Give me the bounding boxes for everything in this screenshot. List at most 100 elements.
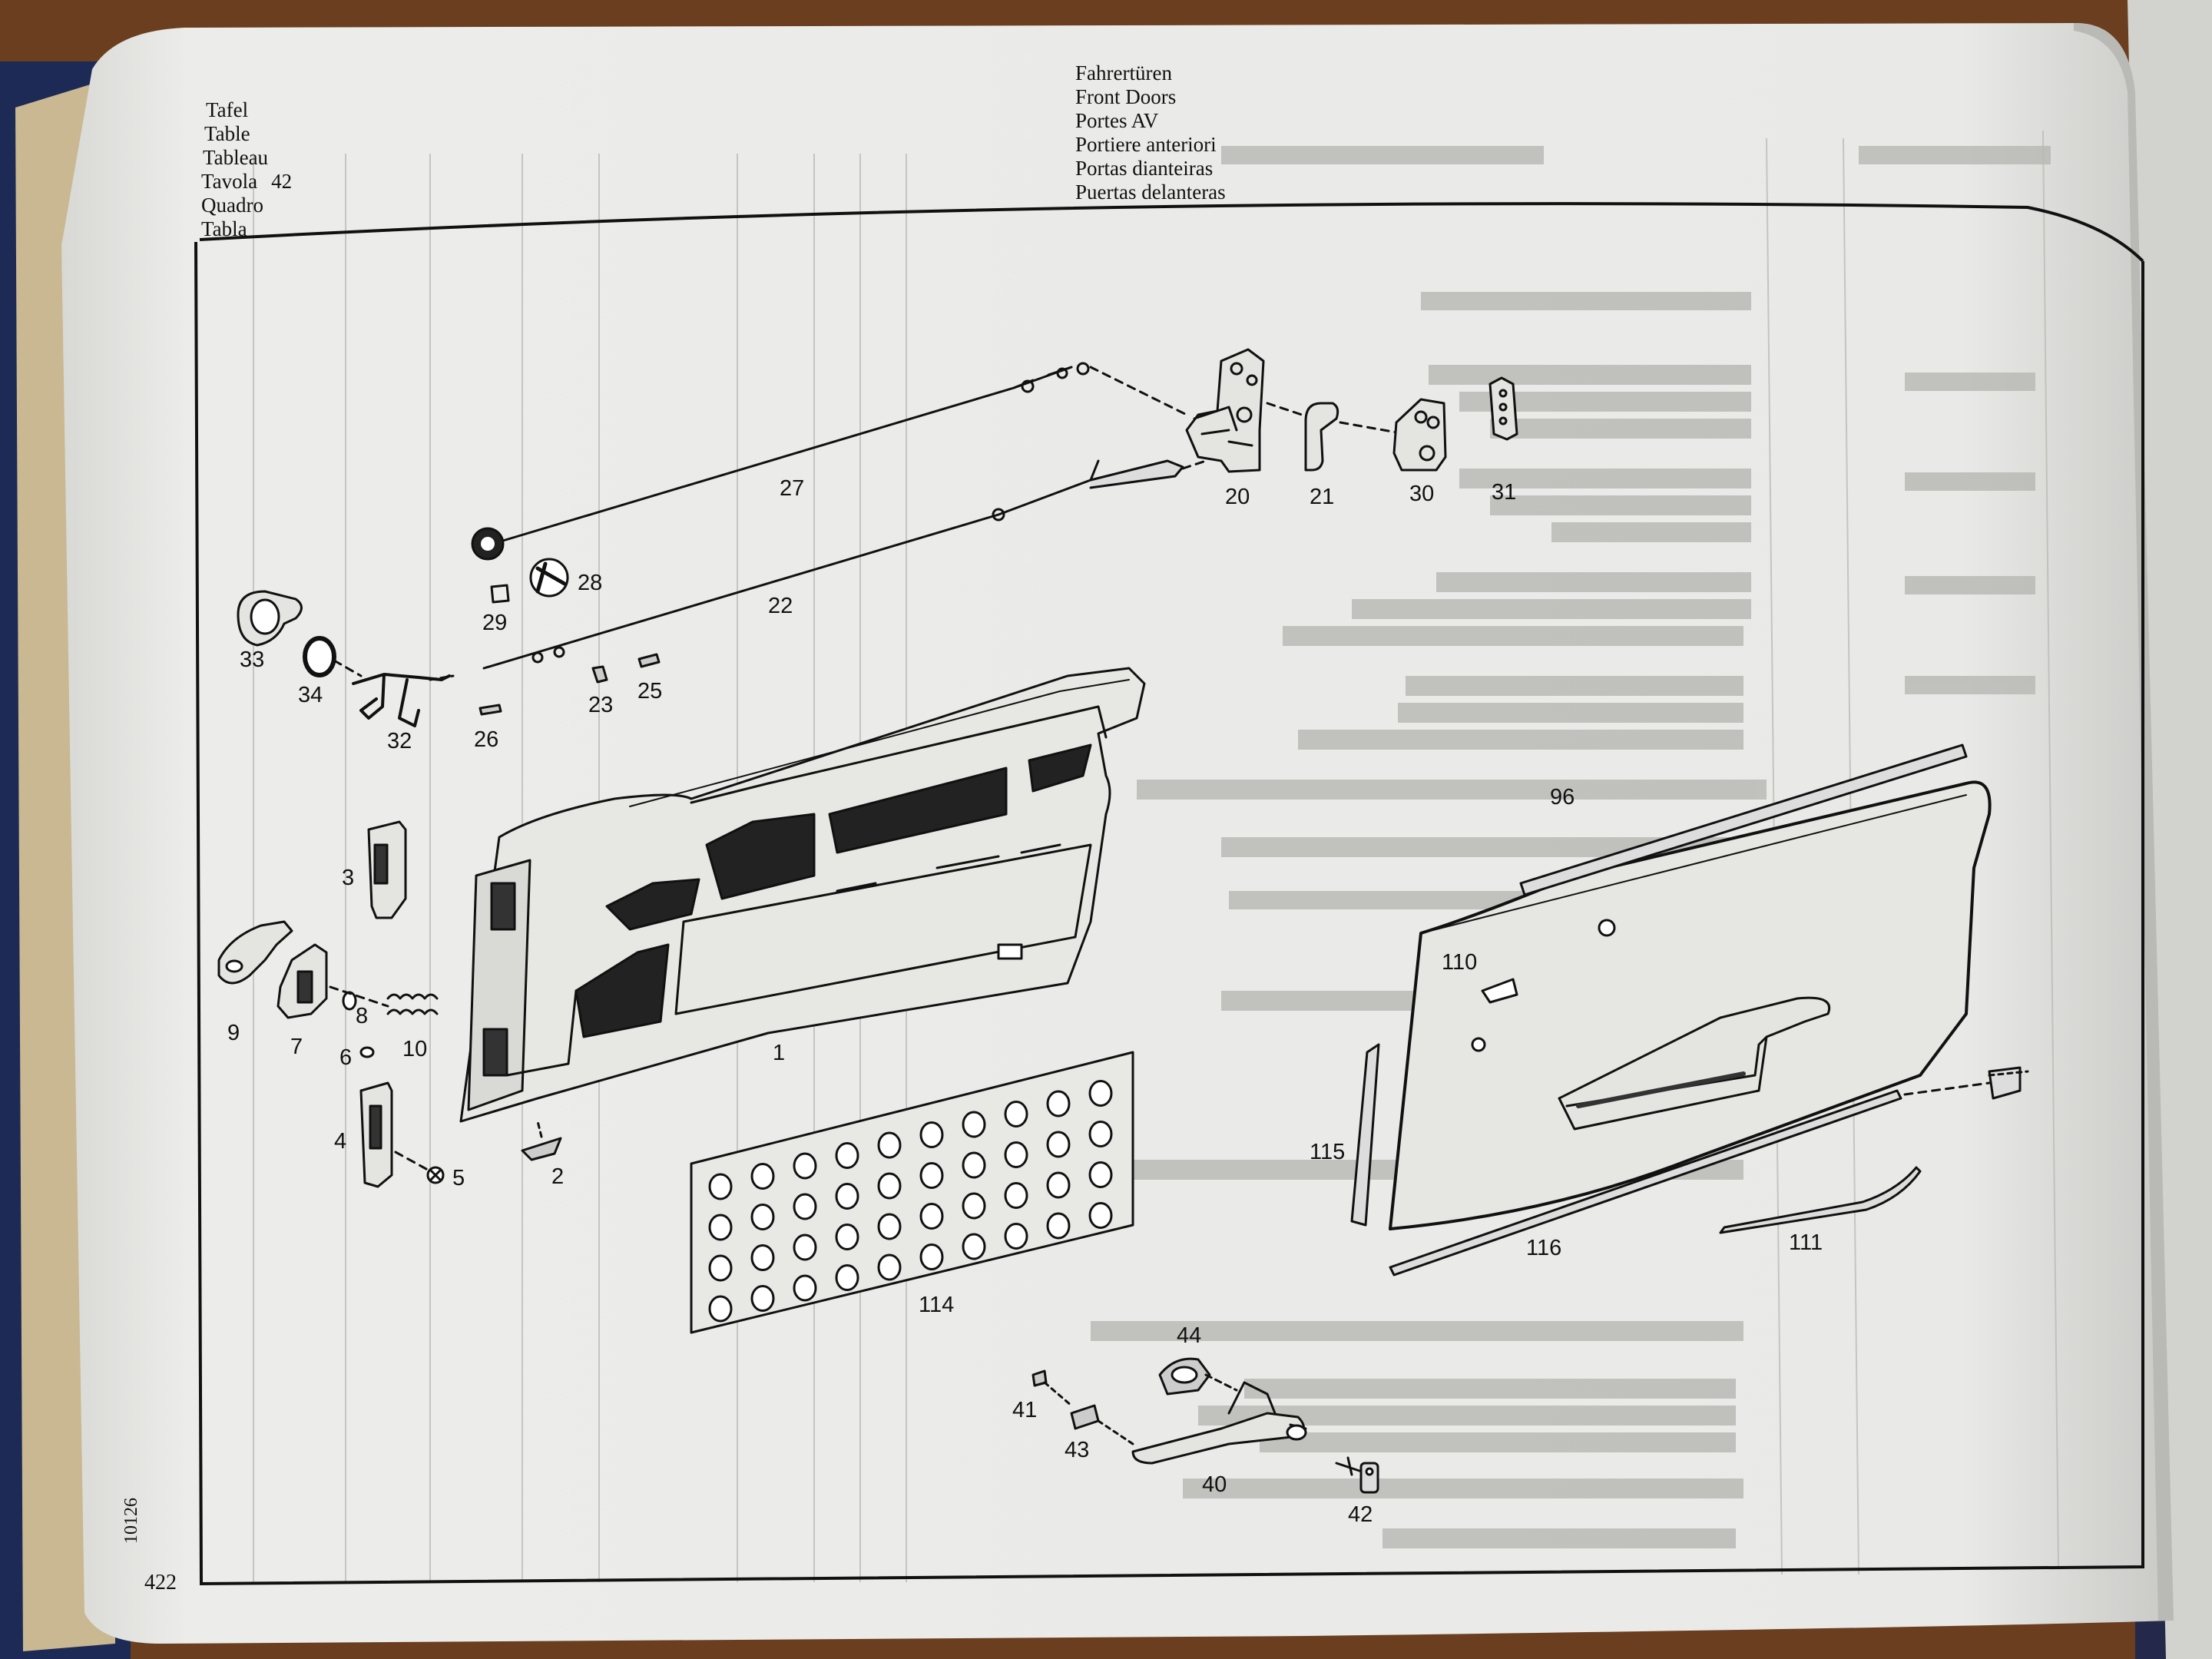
perforation-hole: [750, 1163, 775, 1190]
perforation-hole: [919, 1243, 944, 1270]
page-number: 422: [144, 1571, 177, 1594]
perforation-hole: [1088, 1202, 1113, 1229]
callout-43: 43: [1065, 1438, 1089, 1462]
title-en: Front Doors: [1075, 85, 1177, 108]
title-de: Fahrertüren: [1075, 61, 1172, 84]
perforation-hole: [750, 1285, 775, 1312]
part-8: [342, 991, 357, 1011]
perforation-hole: [1088, 1080, 1113, 1107]
perforation-hole: [1004, 1223, 1028, 1250]
callout-9: 9: [227, 1021, 240, 1045]
perforation-hole: [708, 1173, 733, 1200]
header-rule: [199, 202, 2144, 263]
part-115: [1350, 1043, 1380, 1227]
part-25: [637, 653, 661, 668]
callout-111: 111: [1789, 1230, 1823, 1255]
title-block: Fahrertüren Front Doors Portes AV Portie…: [1075, 61, 1226, 204]
perforation-hole: [708, 1295, 733, 1323]
callout-116: 116: [1526, 1236, 1561, 1260]
callout-2: 2: [551, 1164, 564, 1189]
perforation-hole: [877, 1172, 902, 1200]
part-2: [521, 1137, 562, 1161]
perforation-hole: [750, 1204, 775, 1230]
callout-4: 4: [334, 1129, 346, 1154]
callout-31: 31: [1492, 480, 1516, 505]
perforation-hole: [835, 1264, 859, 1291]
callout-20: 20: [1225, 485, 1250, 509]
callout-21: 21: [1310, 485, 1334, 509]
catalog-code: 10126: [121, 1498, 141, 1544]
perforation-hole: [793, 1274, 817, 1302]
perforation-hole: [962, 1111, 986, 1138]
part-23: [591, 665, 608, 684]
perforation-hole: [877, 1253, 902, 1281]
tafel-label-es: Tabla: [201, 217, 247, 240]
tafel-label-pt: Quadro: [201, 194, 263, 217]
callout-6: 6: [339, 1045, 352, 1070]
callout-23: 23: [588, 693, 613, 717]
callout-8: 8: [356, 1004, 368, 1028]
callout-10: 10: [402, 1037, 427, 1061]
callout-26: 26: [474, 727, 498, 752]
callout-34: 34: [298, 683, 323, 707]
perforation-hole: [962, 1233, 986, 1260]
part-21: [1304, 402, 1339, 472]
perforation-hole: [1046, 1090, 1071, 1118]
callout-27: 27: [780, 476, 804, 501]
opposite-page: [2128, 0, 2212, 1659]
paper-edge-shadow: [2074, 22, 2174, 1621]
callout-1: 1: [773, 1041, 785, 1065]
part-1-door-shell: [459, 667, 1146, 1123]
perforation-hole: [708, 1214, 733, 1241]
perforation-hole: [919, 1203, 944, 1230]
perforation-hole: [750, 1244, 775, 1271]
part-10: [386, 993, 439, 1015]
part-6: [359, 1046, 375, 1058]
callout-25: 25: [637, 679, 662, 704]
perforation-hole: [919, 1121, 944, 1148]
callout-110: 110: [1442, 950, 1477, 975]
rod-22: [482, 459, 1100, 670]
perforation-hole: [1004, 1101, 1028, 1128]
title-es: Puertas delanteras: [1075, 180, 1226, 204]
perforation-hole: [962, 1151, 986, 1179]
perforation-hole: [708, 1254, 733, 1282]
perforation-hole: [877, 1131, 902, 1159]
callout-44: 44: [1177, 1323, 1201, 1348]
callout-labels: 27 22 28 29 33 34 32 26 23 25 20 21 30 3…: [227, 476, 1823, 1527]
perforation-hole: [1004, 1141, 1028, 1168]
perforation-hole: [962, 1192, 986, 1220]
insulation-holes: [708, 1080, 1113, 1323]
callout-7: 7: [290, 1035, 303, 1059]
perforation-hole: [1046, 1171, 1071, 1199]
part-96: [1519, 743, 1968, 896]
part-26: [478, 704, 502, 716]
perforation-hole: [1046, 1131, 1071, 1158]
frame: [194, 241, 2144, 1586]
part-111: [1719, 1166, 1922, 1234]
part-42: [1335, 1456, 1361, 1476]
callout-40: 40: [1202, 1472, 1227, 1497]
perforation-hole: [835, 1142, 859, 1169]
tafel-number: 42: [271, 170, 293, 193]
part-110-door-panel: [1389, 780, 1992, 1230]
callout-114: 114: [919, 1293, 954, 1317]
title-pt: Portas dianteiras: [1075, 157, 1214, 180]
perforation-hole: [1088, 1121, 1113, 1147]
callout-41: 41: [1012, 1398, 1037, 1422]
perforation-hole: [835, 1183, 859, 1210]
title-fr: Portes AV: [1075, 109, 1159, 132]
title-it: Portiere anteriori: [1075, 133, 1217, 156]
parts-diagram: [217, 348, 2029, 1494]
perforation-hole: [793, 1152, 817, 1180]
callout-29: 29: [482, 611, 507, 635]
part-34: [303, 636, 336, 677]
callout-32: 32: [387, 729, 412, 753]
callout-115: 115: [1310, 1140, 1345, 1164]
callout-22: 22: [768, 594, 793, 618]
part-20: [1185, 348, 1265, 473]
